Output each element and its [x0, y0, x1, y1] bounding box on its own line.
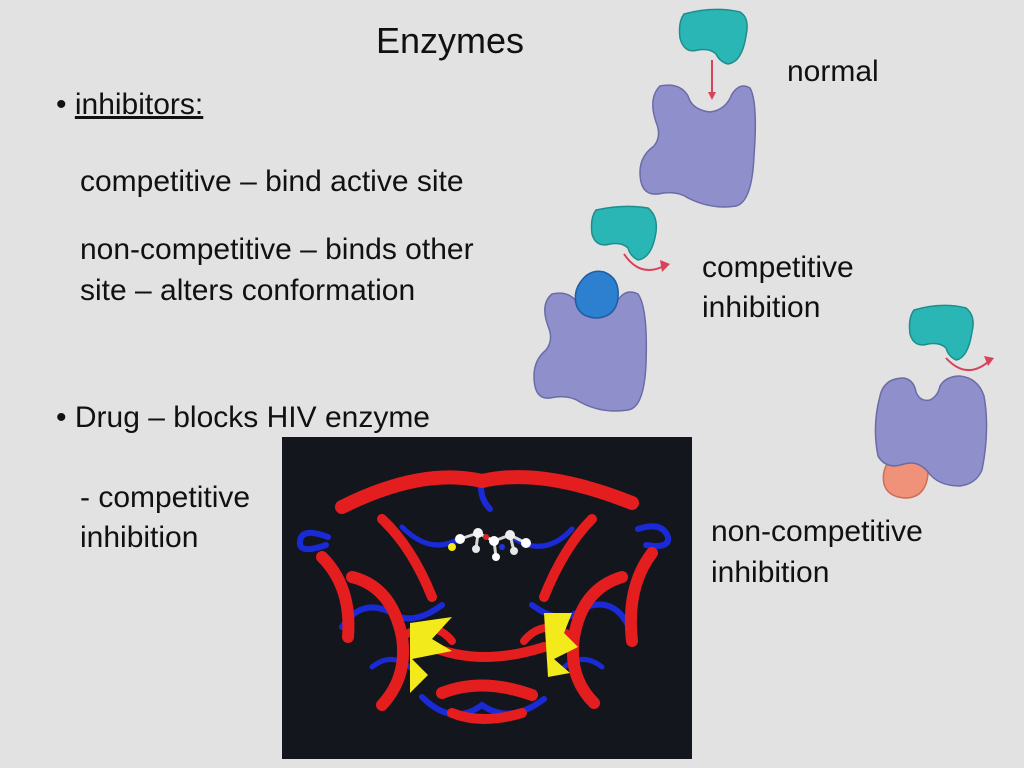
- enzyme-shape: [639, 84, 757, 208]
- substrate-shape: [678, 8, 748, 65]
- noncompetitive-description-line2: site – alters conformation: [80, 274, 416, 307]
- drug-text: Drug – blocks HIV enzyme: [74, 401, 430, 434]
- substrate-shape: [590, 205, 658, 261]
- normal-enzyme-figure: [639, 8, 757, 208]
- competitive-description: competitive – bind active site: [80, 165, 464, 198]
- noncompetitive-inhibition-label-line1: non-competitive: [711, 515, 923, 548]
- competitive-inhibition-figure: [533, 205, 670, 412]
- competitive-inhibition-label-line2: inhibition: [702, 291, 821, 324]
- noncompetitive-inhibition-figure: [874, 304, 994, 499]
- bullet-drug: • Drug – blocks HIV enzyme: [56, 398, 430, 437]
- inhibitors-heading: inhibitors:: [74, 88, 204, 121]
- competitive-inhibition-label-line1: competitive: [702, 251, 854, 284]
- enzyme-shape: [874, 375, 988, 487]
- protein-ribbon-figure: [296, 470, 672, 724]
- drug-note-line2: inhibition: [80, 521, 199, 554]
- competitive-inhibitor-shape: [574, 270, 619, 319]
- bullet-glyph: •: [56, 401, 67, 434]
- curved-arrow: [623, 253, 665, 271]
- noncompetitive-description-line1: non-competitive – binds other: [80, 233, 474, 266]
- noncompetitive-inhibition-label-line2: inhibition: [711, 556, 830, 589]
- bullet-inhibitors: • inhibitors:: [56, 85, 203, 124]
- slide-title: Enzymes: [376, 20, 525, 61]
- substrate-shape: [908, 304, 974, 361]
- hiv-protease-image: [282, 437, 692, 759]
- curved-arrow: [945, 357, 989, 371]
- drug-note-line1: - competitive: [80, 481, 251, 514]
- normal-label: normal: [787, 55, 879, 88]
- bullet-glyph: •: [56, 88, 67, 121]
